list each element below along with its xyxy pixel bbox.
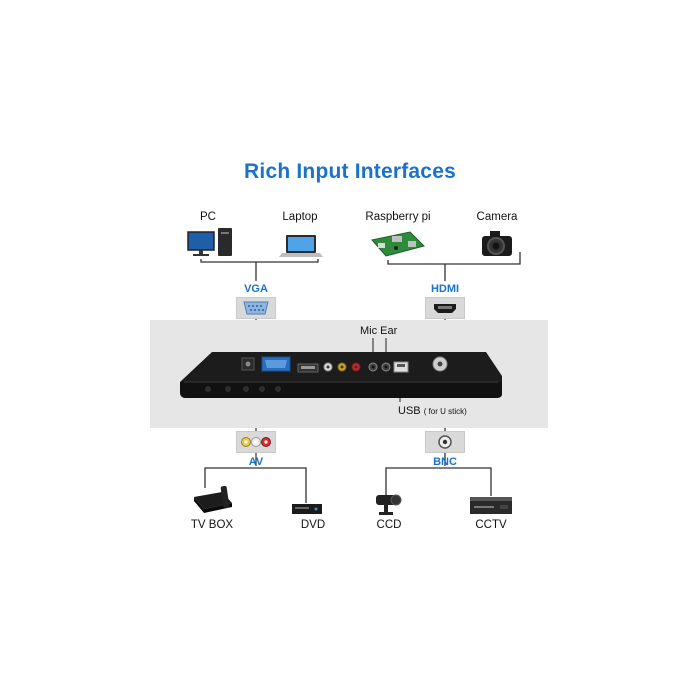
vga-port-box xyxy=(236,297,276,319)
pc-label: PC xyxy=(200,211,216,223)
ccd-camera-icon xyxy=(376,494,402,515)
raspberry-pi-icon xyxy=(371,231,425,257)
cctv-label: CCTV xyxy=(475,519,507,531)
monitor-rear-panel xyxy=(180,338,502,402)
page-title: Rich Input Interfaces xyxy=(244,160,456,183)
usb-note: ( for U stick) xyxy=(423,407,467,416)
raspberry-pi-label: Raspberry pi xyxy=(365,211,431,223)
ccd-label: CCD xyxy=(376,519,402,531)
cctv-recorder-icon xyxy=(470,497,512,514)
av-port-box xyxy=(236,431,276,453)
laptop-label: Laptop xyxy=(282,211,318,223)
hdmi-port-icon xyxy=(434,304,456,313)
av-port-icon xyxy=(241,437,271,447)
mic-ear-label: Mic Ear xyxy=(360,325,398,337)
tv-box-icon xyxy=(194,485,232,513)
vga-label: VGA xyxy=(244,283,268,295)
bnc-label: BNC xyxy=(433,456,457,468)
dvd-label: DVD xyxy=(300,519,326,531)
bnc-port-box xyxy=(425,431,465,453)
usb-callout: USB ( for U stick) xyxy=(398,405,467,417)
vga-port-icon xyxy=(243,301,269,315)
laptop-icon xyxy=(279,235,323,257)
pc-icon xyxy=(187,228,232,256)
av-label: AV xyxy=(248,456,264,468)
usb-label: USB xyxy=(398,405,421,417)
dvd-player-icon xyxy=(292,504,322,514)
camera-icon xyxy=(482,231,512,256)
hdmi-label: HDMI xyxy=(430,283,460,295)
tv-box-label: TV BOX xyxy=(190,519,234,531)
hdmi-port-box xyxy=(425,297,465,319)
camera-label: Camera xyxy=(476,211,518,223)
bnc-port-icon xyxy=(438,435,452,449)
